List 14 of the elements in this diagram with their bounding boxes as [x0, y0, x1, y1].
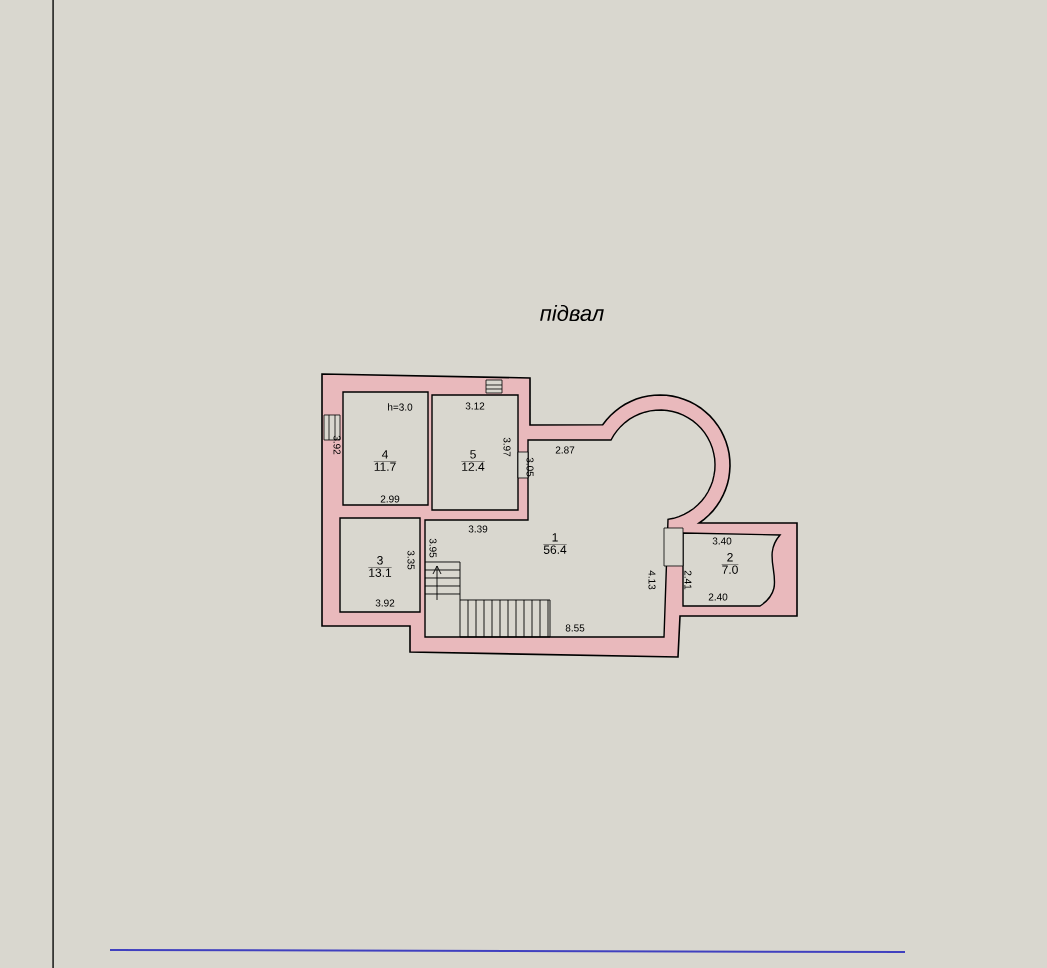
dimension-label: 3.92 [375, 599, 395, 607]
dimension-label: 3.12 [465, 402, 485, 410]
dimension-label: 8.55 [565, 624, 585, 632]
dimension-label: 2.99 [380, 495, 400, 503]
dimension-label: 2.87 [555, 446, 575, 454]
dimension-label: 3.35 [407, 550, 415, 570]
dimension-label: 3.95 [429, 538, 437, 558]
dimension-label: 2.41 [684, 570, 692, 590]
dimension-label: 3.05 [526, 457, 534, 477]
title: підвал [540, 304, 604, 322]
dimension-label: h=3.0 [388, 403, 413, 411]
dimension-label: 4.13 [648, 570, 656, 590]
dimension-label: 3.97 [503, 437, 511, 457]
dimension-label: 3.39 [468, 525, 488, 533]
